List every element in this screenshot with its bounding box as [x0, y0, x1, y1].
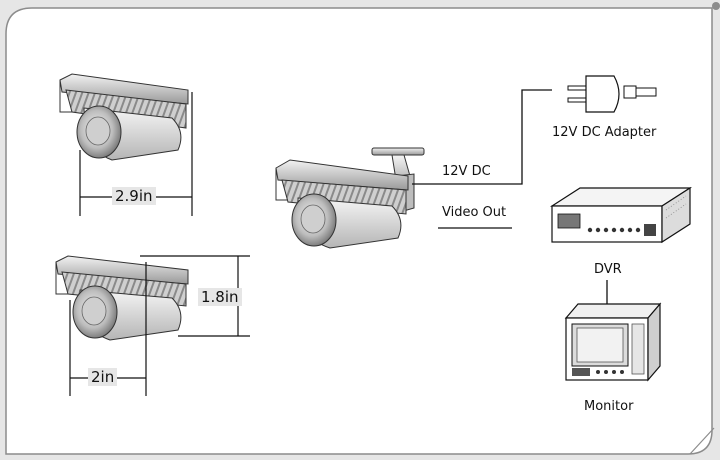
video-label: Video Out — [442, 205, 507, 220]
power-label: 12V DC — [442, 164, 491, 179]
camera-top-left — [59, 73, 189, 161]
monitor-label: Monitor — [584, 399, 634, 414]
camera-center — [275, 147, 425, 249]
adapter-label: 12V DC Adapter — [552, 125, 657, 140]
corner-dot — [712, 2, 720, 10]
depth-label: 2in — [88, 368, 118, 386]
dvr-device — [549, 186, 693, 244]
monitor-device — [564, 302, 662, 382]
adapter-plug — [567, 75, 657, 113]
width-label: 2.9in — [112, 187, 156, 205]
height-label: 1.8in — [198, 288, 242, 306]
dvr-label: DVR — [594, 262, 622, 277]
power-wire — [412, 89, 552, 185]
corner-stroke — [689, 427, 715, 455]
camera-bottom-left — [55, 255, 189, 341]
